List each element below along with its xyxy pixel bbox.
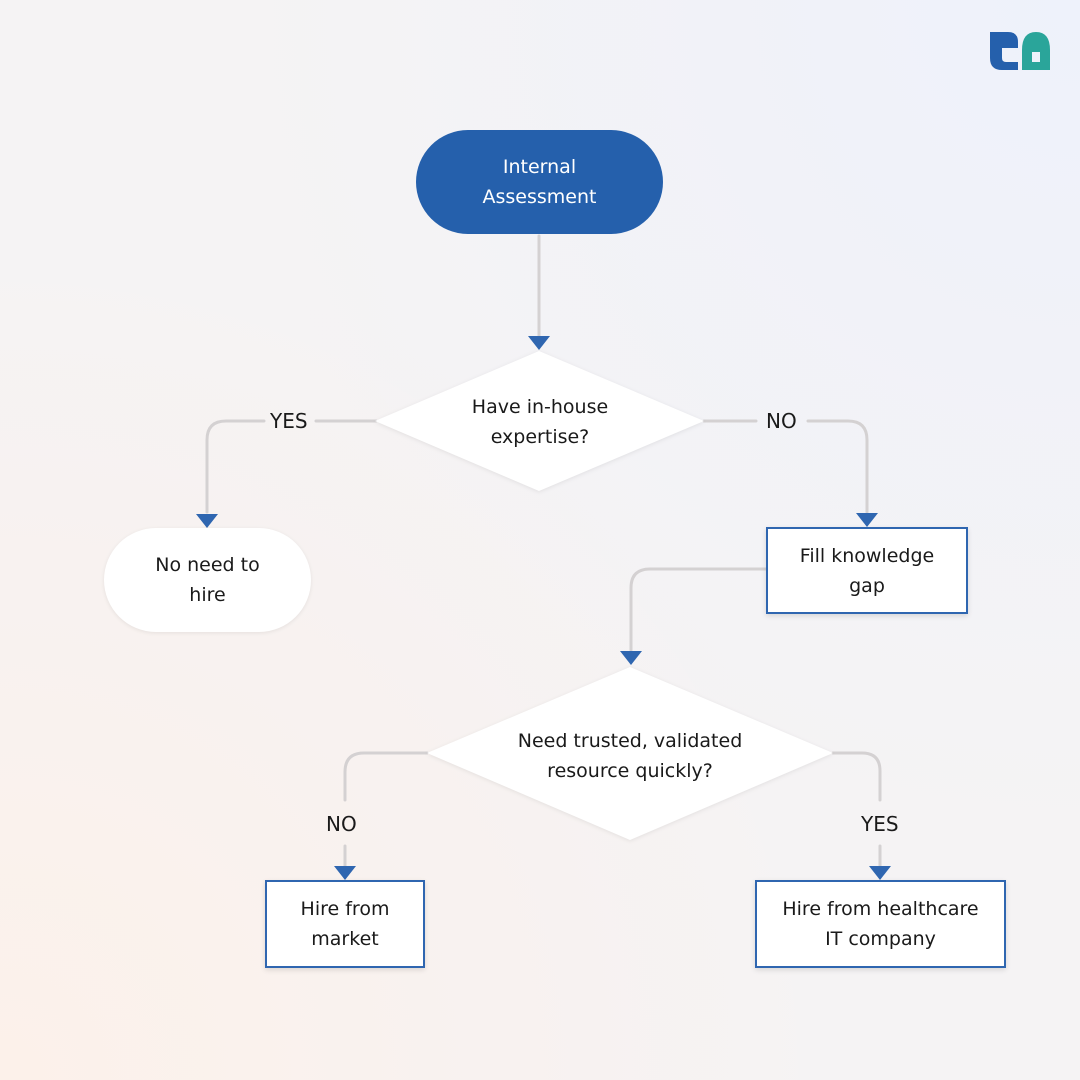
connector-decision2-no-line	[343, 751, 429, 802]
arrowhead-to-it	[869, 866, 891, 880]
branch-label-expertise-no: NO	[766, 409, 797, 433]
arrowhead-to-fill-gap	[856, 513, 878, 527]
decision-trusted-label-wrap: Need trusted, validated resource quickly…	[480, 724, 780, 788]
arrowhead-to-no-need	[196, 514, 218, 528]
process-node-fill-knowledge-gap: Fill knowledge gap	[766, 527, 968, 614]
decision-expertise-label-wrap: Have in-house expertise?	[420, 390, 660, 454]
company-logo-icon	[990, 32, 1050, 70]
hire-market-label: Hire from market	[300, 898, 390, 950]
fill-gap-label: Fill knowledge gap	[799, 544, 935, 597]
end-node-no-need-to-hire: No need to hire	[104, 528, 311, 632]
arrowhead-to-decision	[528, 336, 550, 350]
branch-label-expertise-yes: YES	[270, 409, 308, 433]
connector-decision2-yes-line	[831, 751, 882, 802]
branch-label-trusted-yes: YES	[861, 812, 899, 836]
arrowhead-to-decision2	[620, 651, 642, 665]
branch-label-trusted-no: NO	[326, 812, 357, 836]
decision-expertise-label: Have in-house expertise?	[471, 396, 609, 448]
start-node-label: Internal Assessment	[482, 156, 597, 208]
connector-fill-gap-to-decision	[629, 567, 768, 652]
hire-it-label: Hire from healthcare IT company	[782, 898, 979, 950]
decision-diamond-expertise	[375, 351, 704, 491]
decision-diamond-trusted	[427, 667, 833, 840]
connector-decision-yes-to-no-need	[205, 419, 266, 514]
decision-trusted-label: Need trusted, validated resource quickly…	[517, 730, 743, 782]
no-need-label: No need to hire	[155, 554, 260, 606]
end-node-hire-from-healthcare-it: Hire from healthcare IT company	[755, 880, 1006, 968]
arrowhead-to-market	[334, 866, 356, 880]
connector-decision-no-to-fill-gap	[806, 419, 869, 514]
start-node-internal-assessment: Internal Assessment	[416, 130, 663, 234]
end-node-hire-from-market: Hire from market	[265, 880, 425, 968]
